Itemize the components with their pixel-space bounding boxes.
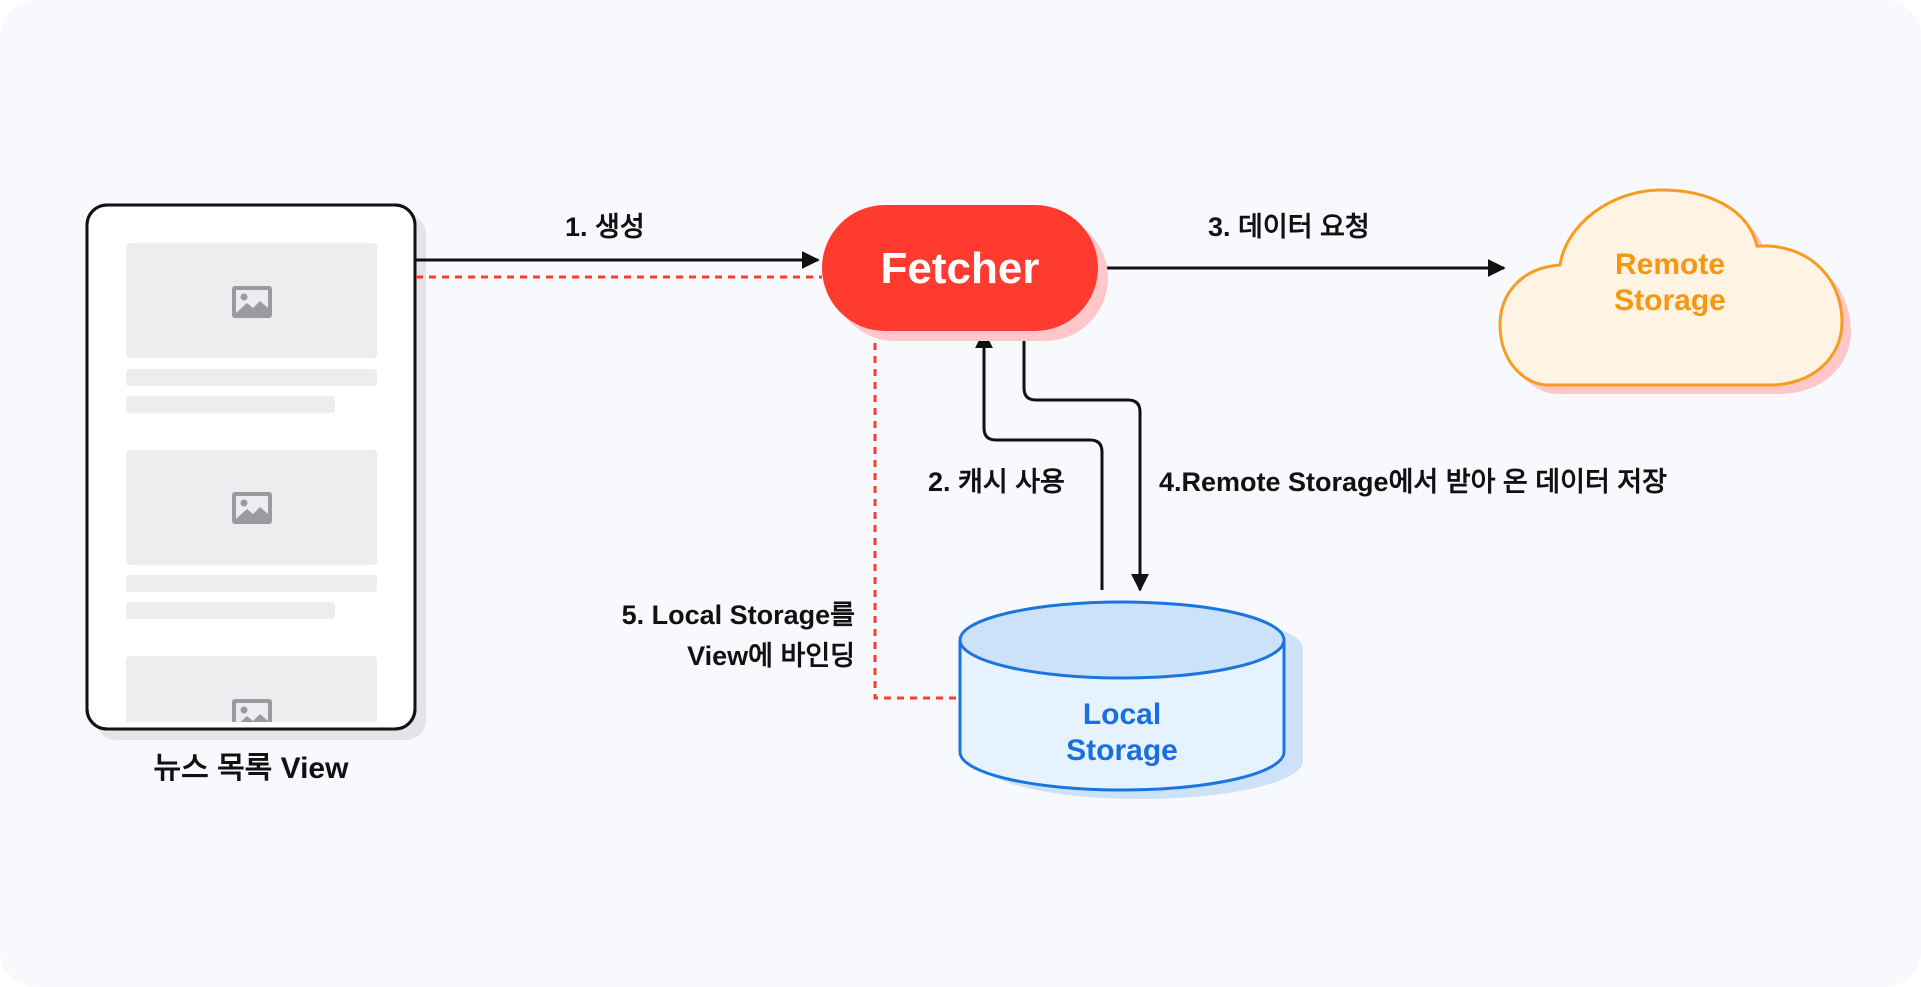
image-placeholder-icon bbox=[232, 492, 272, 524]
remote-storage-label: Remote Storage bbox=[1560, 247, 1780, 319]
news-list-view-label: 뉴스 목록 View bbox=[153, 752, 349, 785]
remote-storage-label-line1: Remote bbox=[1614, 248, 1726, 281]
local-storage-label-line1: Local bbox=[1082, 698, 1162, 731]
edge-label-store: 4.Remote Storage에서 받아 온 데이터 저장 bbox=[1159, 467, 1667, 497]
local-cylinder-top bbox=[958, 600, 1286, 680]
local-storage-label-line2: Storage bbox=[1066, 734, 1178, 767]
card-text-placeholder bbox=[126, 396, 335, 413]
local-cylinder-body bbox=[958, 640, 1286, 792]
edge-store bbox=[1022, 332, 1149, 592]
edge-label-bind-line2: View에 바인딩 bbox=[687, 641, 855, 671]
image-placeholder-icon bbox=[232, 286, 272, 318]
fetcher-label: Fetcher bbox=[880, 243, 1040, 293]
local-storage-label: Local Storage bbox=[1012, 697, 1232, 769]
remote-storage-label-line2: Storage bbox=[1614, 284, 1726, 317]
fetcher-node bbox=[822, 205, 1108, 341]
remote-storage-node bbox=[1498, 188, 1851, 394]
edge-label-request: 3. 데이터 요청 bbox=[1208, 212, 1370, 242]
card-text-placeholder bbox=[126, 369, 377, 386]
card-text-placeholder bbox=[126, 602, 335, 619]
edge-label-bind-line1: 5. Local Storage를 bbox=[621, 600, 855, 630]
edge-cache-use bbox=[975, 330, 1104, 590]
edge-label-bind: 5. Local Storage를 View에 바인딩 bbox=[560, 595, 855, 677]
card-text-placeholder bbox=[126, 575, 377, 592]
local-storage-node bbox=[958, 600, 1303, 799]
news-list-view-node bbox=[85, 203, 426, 740]
remote-cloud-shape bbox=[1498, 188, 1844, 387]
edge-label-cache-use: 2. 캐시 사용 bbox=[928, 467, 1065, 497]
fetcher-shape bbox=[822, 205, 1098, 331]
image-placeholder-icon bbox=[232, 699, 272, 722]
edge-label-create: 1. 생성 bbox=[565, 212, 645, 242]
edge-bind bbox=[873, 330, 958, 700]
